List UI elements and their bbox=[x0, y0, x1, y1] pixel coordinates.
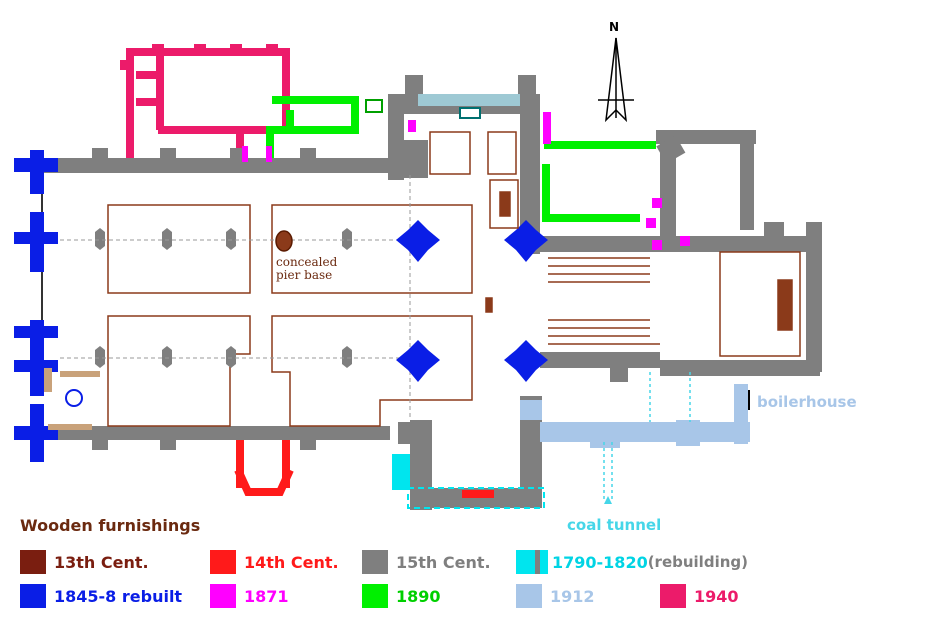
bench-west bbox=[60, 371, 100, 377]
legend-label: 1845-8 rebuilt bbox=[54, 586, 183, 606]
legend-label: 1871 bbox=[244, 586, 289, 606]
vestry-1940 bbox=[126, 48, 290, 160]
legend-item-15th: 15th Cent. bbox=[362, 550, 491, 574]
legend-swatch bbox=[20, 584, 46, 608]
concealed-pier-base-marker bbox=[275, 230, 293, 252]
legend-item-1871: 1871 bbox=[210, 584, 289, 608]
legend-swatch-hatched bbox=[516, 550, 548, 574]
north-label: N bbox=[609, 20, 620, 34]
crossing-piers bbox=[396, 220, 548, 382]
walls-15th-century bbox=[40, 75, 822, 510]
addition-1890-west bbox=[266, 96, 359, 158]
legend-item-1845: 1845-8 rebuilt bbox=[20, 584, 182, 608]
legend-item-13th: 13th Cent. bbox=[20, 550, 149, 574]
legend-item-1790: 1790-1820 (rebuilding) bbox=[516, 550, 748, 574]
bench-south bbox=[48, 424, 92, 430]
coal-tunnel bbox=[603, 372, 691, 500]
addition-1890-east bbox=[542, 141, 656, 222]
south-porch-14th bbox=[234, 440, 294, 496]
legend-label: 1940 bbox=[694, 586, 739, 606]
boilerhouse-1912 bbox=[520, 384, 750, 448]
north-arrow-icon bbox=[598, 37, 634, 123]
legend-label: 1890 bbox=[396, 586, 441, 606]
coal-tunnel-arrow bbox=[604, 496, 612, 504]
legend-swatch bbox=[362, 550, 388, 574]
legend-swatch bbox=[660, 584, 686, 608]
west-front-1845 bbox=[14, 150, 58, 462]
legend-item-1912: 1912 bbox=[516, 584, 595, 608]
doorway-14th bbox=[462, 490, 494, 498]
legend-swatch bbox=[516, 584, 542, 608]
legend-swatch bbox=[20, 550, 46, 574]
rebuilding-1790-1820 bbox=[365, 94, 545, 509]
legend-swatch bbox=[210, 550, 236, 574]
bench-west-end bbox=[44, 368, 52, 392]
legend-swatch bbox=[362, 584, 388, 608]
arcade-lines bbox=[60, 175, 411, 420]
legend-label: 15th Cent. bbox=[396, 552, 491, 572]
legend-title: Wooden furnishings bbox=[20, 516, 201, 535]
vestry-buttresses bbox=[120, 44, 278, 70]
legend-item-14th: 14th Cent. bbox=[210, 550, 339, 574]
legend-label-suffix: (rebuilding) bbox=[647, 553, 748, 571]
legend-item-1940: 1940 bbox=[660, 584, 739, 608]
legend-swatch bbox=[210, 584, 236, 608]
boilerhouse-label: boilerhouse bbox=[757, 393, 857, 411]
nave-columns bbox=[95, 228, 352, 368]
legend-label: 13th Cent. bbox=[54, 552, 149, 572]
chancel-stalls bbox=[429, 131, 801, 357]
legend-label: 1912 bbox=[550, 586, 595, 606]
legend-item-1890: 1890 bbox=[362, 584, 441, 608]
legend-label: 14th Cent. bbox=[244, 552, 339, 572]
legend-label: 1790-1820 bbox=[552, 552, 648, 572]
details-1871 bbox=[242, 112, 690, 250]
coal-tunnel-label: coal tunnel bbox=[567, 516, 662, 534]
font-icon bbox=[65, 389, 83, 407]
pier-base-annotation: concealed pier base bbox=[276, 255, 338, 282]
